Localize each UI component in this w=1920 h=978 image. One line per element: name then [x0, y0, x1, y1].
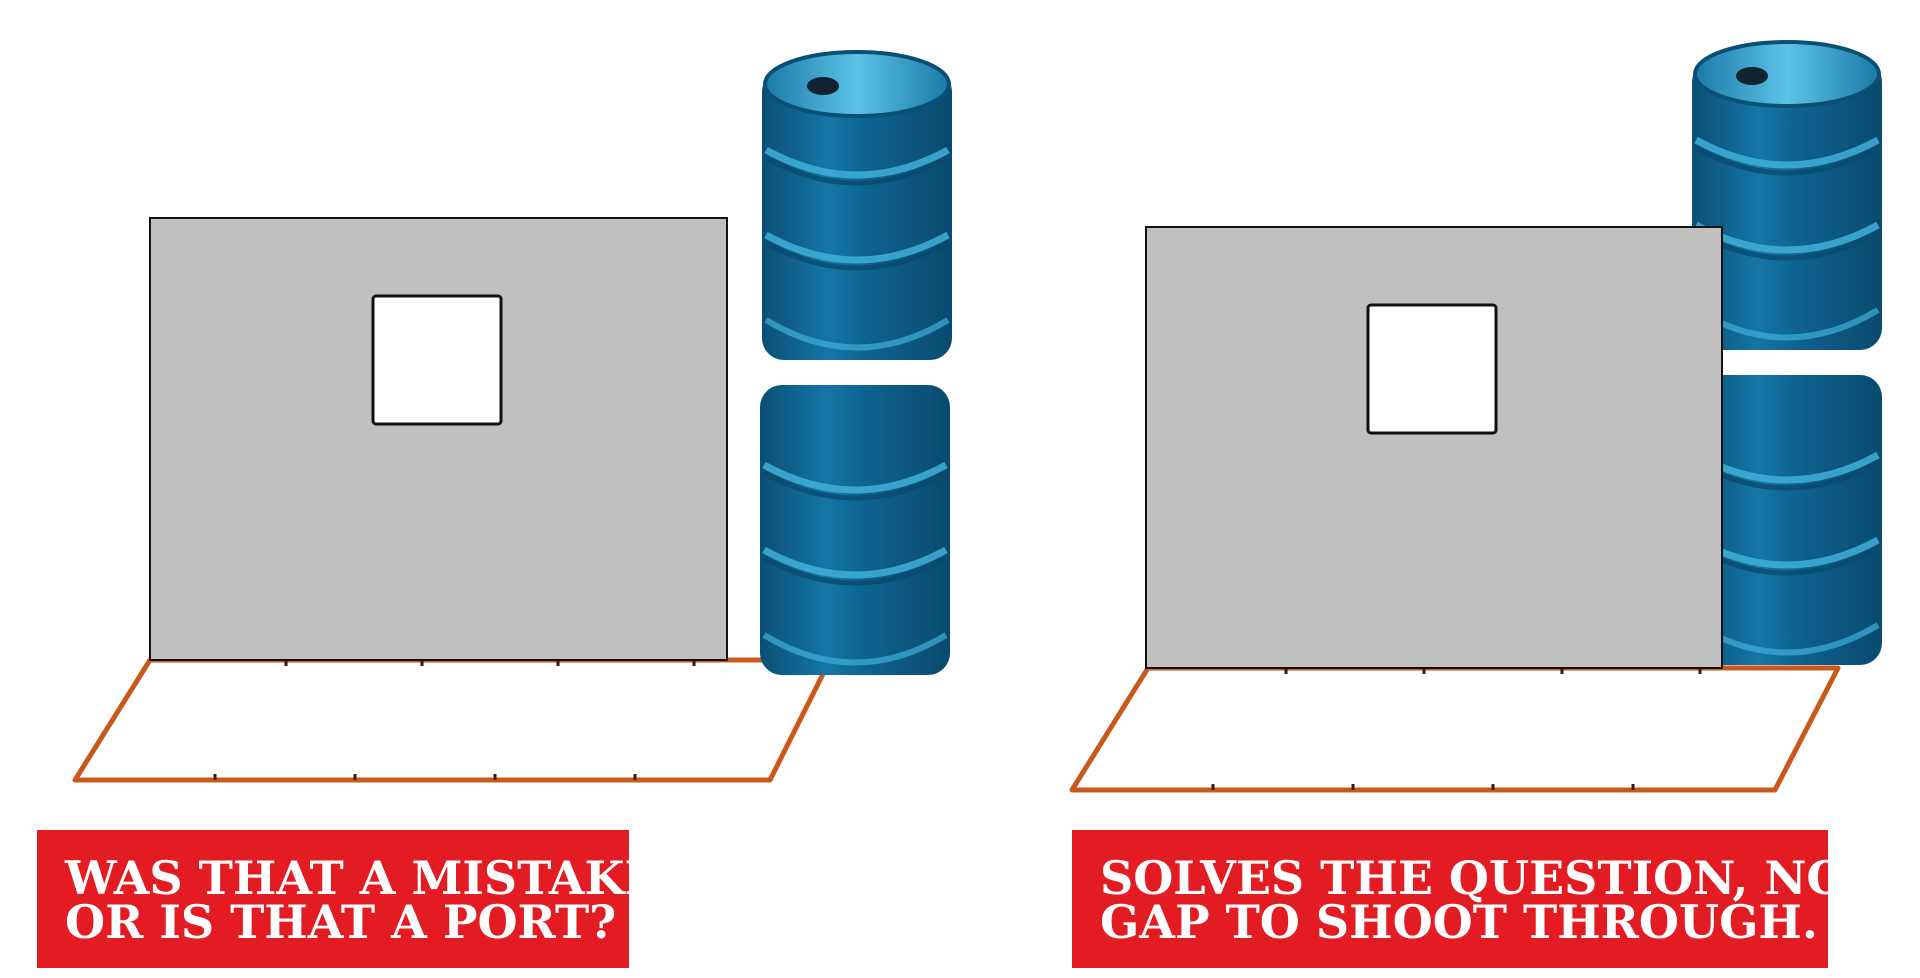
right-panel [1069, 40, 1882, 793]
port-window-icon [1366, 303, 1498, 435]
caption-left-line-1: WAS THAT A MISTAKE [65, 851, 660, 905]
wall-panel-icon [149, 217, 728, 661]
left-panel [72, 50, 952, 783]
caption-left-line-2: OR IS THAT A PORT? [65, 895, 617, 949]
port-window-icon [371, 294, 503, 426]
caption-left: WAS THAT A MISTAKE OR IS THAT A PORT? [37, 830, 660, 968]
caption-right-line-1: SOLVES THE QUESTION, NO [1100, 851, 1847, 905]
floor-frame-icon [1069, 665, 1841, 793]
stacked-barrels-icon [760, 50, 952, 675]
caption-right: SOLVES THE QUESTION, NO GAP TO SHOOT THR… [1072, 830, 1847, 968]
wall-panel-icon [1145, 226, 1723, 669]
floor-frame-icon [72, 657, 833, 783]
caption-right-line-2: GAP TO SHOOT THROUGH. [1100, 895, 1818, 949]
stacked-barrels-icon [1692, 40, 1882, 665]
